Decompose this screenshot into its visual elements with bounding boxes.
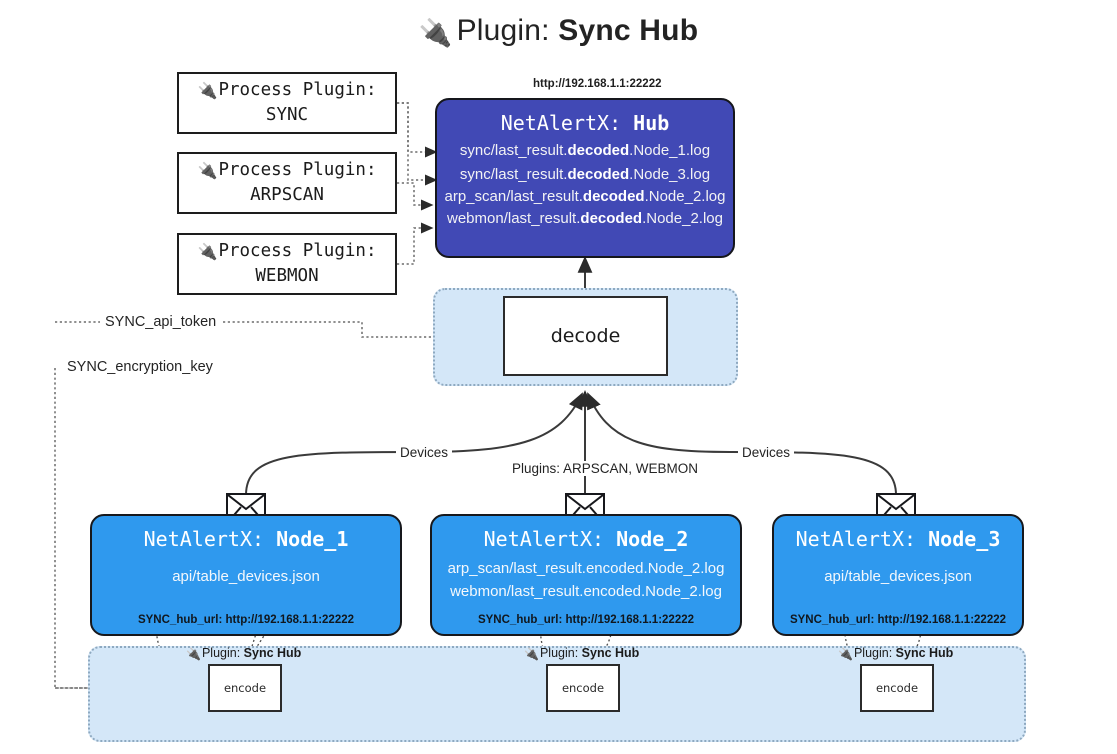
edge-label-devices-right: Devices bbox=[738, 445, 795, 460]
encoder-plugin-tag-1: 🔌Plugin: Sync Hub bbox=[186, 646, 302, 661]
encode-box-2[interactable]: encode bbox=[546, 664, 620, 712]
process-plugin-sync[interactable]: 🔌Process Plugin: SYNC bbox=[177, 72, 397, 134]
node-hub-url-value: http://192.168.1.1:22222 bbox=[877, 614, 1007, 626]
hub-title-prefix: NetAlertX: bbox=[500, 111, 622, 135]
node-box-2[interactable]: NetAlertX: Node_2 arp_scan/last_result.e… bbox=[430, 514, 742, 636]
plug-icon: 🔌 bbox=[197, 242, 218, 262]
sync-api-token-label: SYNC_api_token bbox=[100, 314, 222, 330]
title-prefix: Plugin: bbox=[456, 14, 550, 47]
log-post: .Node_2.log bbox=[642, 210, 723, 227]
hub-title-name: Hub bbox=[633, 111, 670, 135]
log-mid: decoded bbox=[582, 188, 645, 205]
encode-box-1[interactable]: encode bbox=[208, 664, 282, 712]
hub-url-label: http://192.168.1.1:22222 bbox=[533, 78, 662, 90]
node-hub-url: SYNC_hub_url: http://192.168.1.1:22222 bbox=[92, 614, 400, 626]
node-line: api/table_devices.json bbox=[824, 568, 972, 585]
process-plugin-name: ARPSCAN bbox=[250, 185, 324, 205]
node-hub-url-value: http://192.168.1.1:22222 bbox=[225, 614, 355, 626]
process-plugin-label: Process Plugin: bbox=[218, 160, 377, 181]
node-hub-url-label: SYNC_hub_url: bbox=[477, 614, 563, 626]
page-title: 🔌Plugin: Sync Hub bbox=[0, 14, 1117, 48]
log-pre: arp_scan/last_result. bbox=[444, 188, 583, 205]
process-plugin-name: SYNC bbox=[265, 105, 309, 125]
decode-box[interactable]: decode bbox=[503, 296, 668, 376]
plug-icon: 🔌 bbox=[524, 647, 539, 661]
encoder-tag-name: Sync Hub bbox=[895, 646, 954, 660]
encoder-tag-prefix: Plugin: bbox=[853, 646, 893, 660]
sync-encryption-key-label: SYNC_encryption_key bbox=[62, 359, 218, 375]
log-mid: decoded bbox=[567, 166, 630, 183]
node-title-prefix: NetAlertX: bbox=[143, 527, 265, 551]
node-hub-url: SYNC_hub_url: http://192.168.1.1:22222 bbox=[774, 614, 1022, 626]
node-line: webmon/last_result.encoded.Node_2.log bbox=[450, 583, 722, 600]
node-line: arp_scan/last_result.encoded.Node_2.log bbox=[447, 560, 725, 577]
log-mid: decoded bbox=[567, 142, 630, 159]
node-title-prefix: NetAlertX: bbox=[483, 527, 605, 551]
node-hub-url: SYNC_hub_url: http://192.168.1.1:22222 bbox=[432, 614, 740, 626]
edge-label-devices-left: Devices bbox=[396, 445, 453, 460]
node-hub-url-label: SYNC_hub_url: bbox=[137, 614, 223, 626]
hub-log-2: sync/last_result.decoded.Node_3.log bbox=[437, 166, 733, 183]
log-pre: sync/last_result. bbox=[459, 166, 568, 183]
encoder-tag-prefix: Plugin: bbox=[539, 646, 579, 660]
node-title-name: Node_2 bbox=[616, 527, 689, 551]
plug-icon: 🔌 bbox=[197, 81, 218, 101]
node-title-name: Node_3 bbox=[928, 527, 1001, 551]
encoder-plugin-tag-3: 🔌Plugin: Sync Hub bbox=[838, 646, 954, 661]
plug-icon: 🔌 bbox=[838, 647, 853, 661]
log-post: .Node_2.log bbox=[644, 188, 726, 205]
hub-log-3: arp_scan/last_result.decoded.Node_2.log bbox=[437, 188, 733, 205]
log-pre: sync/last_result. bbox=[459, 142, 568, 159]
node-title: NetAlertX: Node_2 bbox=[432, 527, 740, 551]
node-hub-url-value: http://192.168.1.1:22222 bbox=[565, 614, 695, 626]
edge-label-plugins-center: Plugins: ARPSCAN, WEBMON bbox=[508, 461, 703, 476]
process-plugin-arpscan[interactable]: 🔌Process Plugin: ARPSCAN bbox=[177, 152, 397, 214]
hub-title: NetAlertX: Hub bbox=[437, 111, 733, 135]
node-title-name: Node_1 bbox=[276, 527, 349, 551]
process-plugin-label: Process Plugin: bbox=[218, 80, 377, 101]
node-title: NetAlertX: Node_1 bbox=[92, 527, 400, 551]
title-name: Sync Hub bbox=[558, 14, 699, 47]
process-plugin-label: Process Plugin: bbox=[218, 241, 377, 262]
log-pre: webmon/last_result. bbox=[447, 210, 581, 227]
node-title: NetAlertX: Node_3 bbox=[774, 527, 1022, 551]
encoder-plugin-tag-2: 🔌Plugin: Sync Hub bbox=[524, 646, 640, 661]
encoder-tag-name: Sync Hub bbox=[243, 646, 302, 660]
encode-box-3[interactable]: encode bbox=[860, 664, 934, 712]
node-box-1[interactable]: NetAlertX: Node_1 api/table_devices.json… bbox=[90, 514, 402, 636]
plug-icon: 🔌 bbox=[186, 647, 201, 661]
node-title-prefix: NetAlertX: bbox=[795, 527, 917, 551]
log-post: .Node_1.log bbox=[629, 142, 711, 159]
hub-box[interactable]: NetAlertX: Hub sync/last_result.decoded.… bbox=[435, 98, 735, 258]
encoder-tag-name: Sync Hub bbox=[581, 646, 640, 660]
process-plugin-webmon[interactable]: 🔌Process Plugin: WEBMON bbox=[177, 233, 397, 295]
node-hub-url-label: SYNC_hub_url: bbox=[789, 614, 875, 626]
process-plugin-name: WEBMON bbox=[255, 266, 319, 286]
node-line: api/table_devices.json bbox=[172, 568, 320, 585]
plug-icon: 🔌 bbox=[197, 161, 218, 181]
encoder-tag-prefix: Plugin: bbox=[201, 646, 241, 660]
node-box-3[interactable]: NetAlertX: Node_3 api/table_devices.json… bbox=[772, 514, 1024, 636]
hub-log-1: sync/last_result.decoded.Node_1.log bbox=[437, 142, 733, 159]
plug-icon: 🔌 bbox=[418, 18, 453, 48]
hub-log-4: webmon/last_result.decoded.Node_2.log bbox=[437, 210, 733, 227]
log-post: .Node_3.log bbox=[629, 166, 711, 183]
log-mid: decoded bbox=[580, 210, 643, 227]
